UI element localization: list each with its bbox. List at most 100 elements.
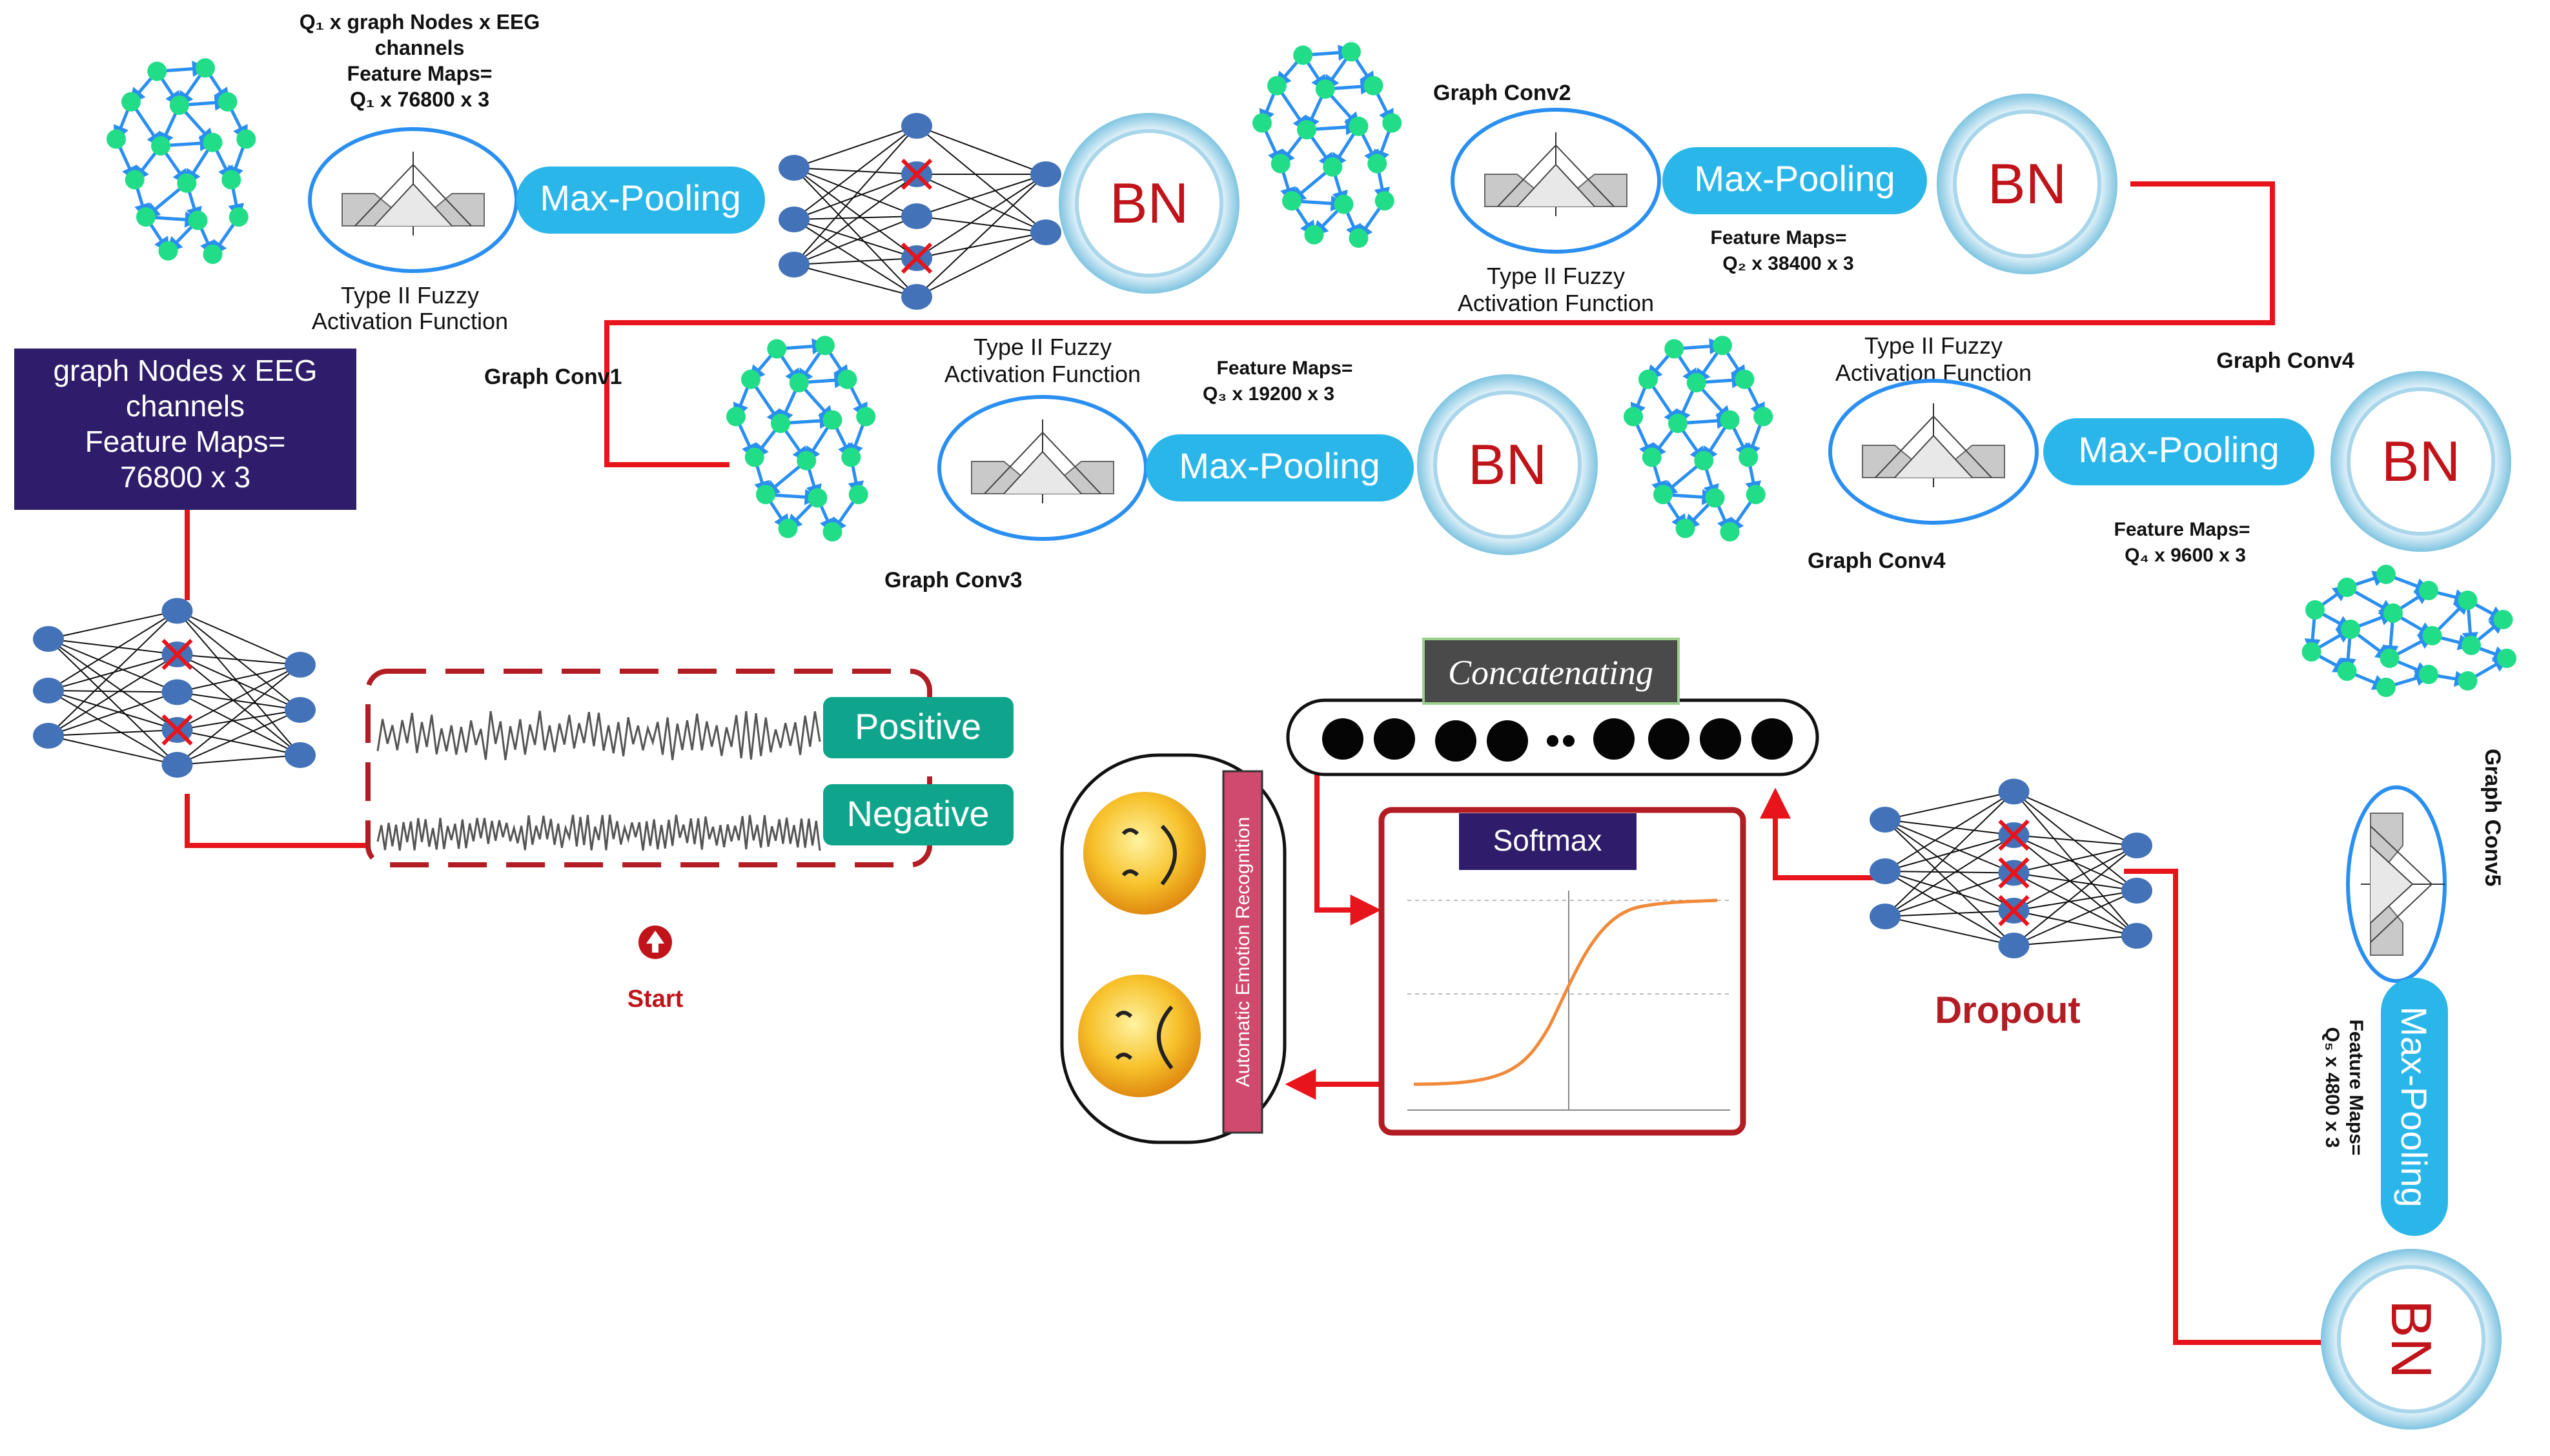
top-feature-line4: Q₁ x 76800 x 3 xyxy=(350,88,489,111)
graph-node xyxy=(1713,336,1732,356)
graph-node xyxy=(218,92,238,112)
dropout-label: Dropout xyxy=(1935,989,2081,1031)
graph-node xyxy=(1735,369,1755,389)
nn-node xyxy=(779,155,810,181)
graph-node xyxy=(778,518,798,538)
graph-node xyxy=(169,96,189,115)
input-box-line2: channels xyxy=(126,389,245,423)
graph-node xyxy=(837,369,857,389)
fm2-line2: Q₂ x 38400 x 3 xyxy=(1722,253,1853,274)
graph-node xyxy=(1382,113,1402,133)
graph-node xyxy=(2422,626,2442,645)
graph-node xyxy=(741,369,760,389)
graph-node xyxy=(136,207,156,227)
nn-node xyxy=(779,207,810,232)
softmax-plot xyxy=(1407,891,1730,1111)
softmax-label: Softmax xyxy=(1493,824,1602,857)
graph-node xyxy=(1297,120,1316,139)
graph-conv2-label: Graph Conv2 xyxy=(1433,81,1571,105)
dense-net-1 xyxy=(779,113,1061,310)
nn-node xyxy=(33,678,64,703)
eeg-signal-negative xyxy=(376,814,821,851)
nn-node xyxy=(33,723,64,749)
graph-node xyxy=(1267,76,1287,96)
dropout-x-icon xyxy=(161,638,193,671)
dropout-x-icon xyxy=(901,158,933,190)
nn-node xyxy=(33,626,64,652)
graph-node xyxy=(822,410,842,430)
graph-node xyxy=(841,447,861,467)
fm3-line1: Feature Maps= xyxy=(1217,358,1353,379)
graph-node xyxy=(125,170,145,190)
graph-node xyxy=(1293,45,1313,65)
fuzzy-activation-2 xyxy=(1451,108,1661,254)
graph-node xyxy=(2497,649,2516,668)
eeg-signal-positive xyxy=(376,711,821,760)
fm2-line1: Feature Maps= xyxy=(1711,227,1847,248)
graph-node xyxy=(1270,154,1290,174)
graph-node xyxy=(1753,407,1773,427)
top-feature-line3: Feature Maps= xyxy=(347,62,493,85)
input-feature-box: graph Nodes x EEG channels Feature Maps=… xyxy=(14,349,356,510)
nn-node xyxy=(901,113,932,139)
fuzzy-label-4a: Type II Fuzzy xyxy=(1864,332,2003,359)
nn-node xyxy=(1030,161,1061,187)
fuzzy-plot-icon xyxy=(1484,132,1627,216)
bn-label: BN xyxy=(1988,152,2066,216)
fuzzy-plot-icon xyxy=(1862,403,2005,487)
graph-node xyxy=(726,407,746,427)
input-dense-net xyxy=(33,598,316,778)
max-pooling-5-label: Max-Pooling xyxy=(2394,1006,2434,1207)
graph-node xyxy=(767,339,787,359)
top-feature-line2: channels xyxy=(375,36,465,59)
max-pooling-1: Max-Pooling xyxy=(516,167,765,234)
graph-node xyxy=(2341,620,2360,639)
graph-node xyxy=(2493,610,2513,629)
graph-conv2-graph xyxy=(1252,42,1402,248)
graph-node xyxy=(815,336,835,356)
graph-node xyxy=(1653,485,1673,505)
graph-node xyxy=(236,129,256,149)
graph-conv1-graph xyxy=(107,58,256,264)
fuzzy-plot-icon xyxy=(342,152,485,236)
graph-conv4-top-label: Graph Conv4 xyxy=(2216,349,2354,373)
fuzzy-plot-icon xyxy=(2361,813,2445,956)
max-pooling-4: Max-Pooling xyxy=(2043,418,2314,485)
graph-node xyxy=(1349,116,1369,136)
red-connectors xyxy=(185,181,2324,1345)
graph-node xyxy=(848,485,868,505)
bn-1: BN xyxy=(1059,113,1239,294)
graph-node xyxy=(2458,591,2478,610)
bn-label: BN xyxy=(1468,432,1547,496)
aer-label: Automatic Emotion Recognition xyxy=(1232,817,1254,1087)
fm3-line2: Q₃ x 19200 x 3 xyxy=(1203,383,1334,405)
nn-node xyxy=(161,679,193,705)
graph-node xyxy=(856,407,876,427)
graph-node xyxy=(1705,488,1725,508)
graph-node xyxy=(2376,678,2396,697)
fuzzy-label-2a: Type II Fuzzy xyxy=(1487,263,1625,289)
graph-node xyxy=(1334,194,1354,214)
graph-node xyxy=(158,241,178,261)
graph-node xyxy=(221,170,241,190)
fuzzy-plot-icon xyxy=(971,420,1114,503)
graph-node xyxy=(2337,662,2357,681)
graph-node xyxy=(151,136,170,156)
nn-node xyxy=(1030,219,1061,245)
input-box-line1: graph Nodes x EEG xyxy=(53,354,317,387)
graph-node xyxy=(744,447,764,467)
max-pooling-1-label: Max-Pooling xyxy=(540,177,740,218)
graph-node xyxy=(1304,225,1324,245)
nn-node xyxy=(285,652,316,678)
max-pooling-3-label: Max-Pooling xyxy=(1179,445,1380,486)
graph-node xyxy=(1252,113,1272,133)
nn-node xyxy=(1870,904,1901,929)
positive-label: Positive xyxy=(855,706,981,747)
input-box-line4: 76800 x 3 xyxy=(120,460,250,494)
graph-conv5-label: Graph Conv5 xyxy=(2480,749,2505,886)
start-label: Start xyxy=(627,986,684,1013)
graph-node xyxy=(229,207,249,227)
graph-node xyxy=(1323,157,1343,177)
fuzzy-label-3a: Type II Fuzzy xyxy=(974,334,1112,360)
graph-conv5-graph xyxy=(2301,565,2516,697)
